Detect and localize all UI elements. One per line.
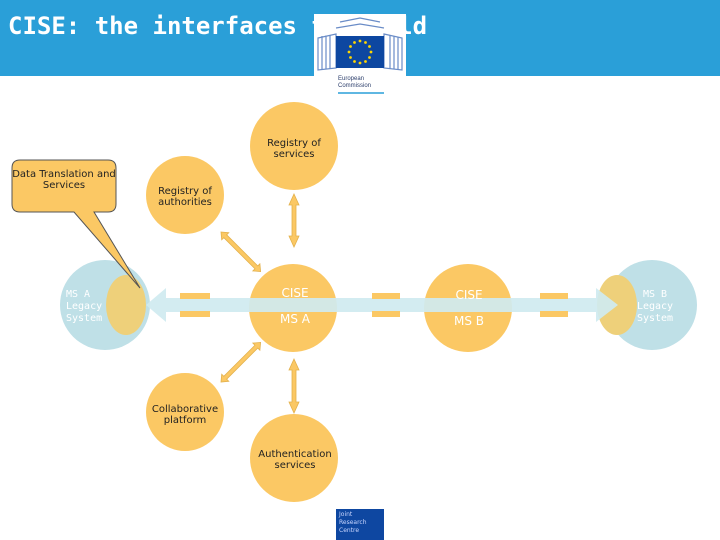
bus-connector [180, 311, 210, 317]
legacy-b-line2: Legacy [636, 301, 674, 312]
legacy-a-line2: Legacy [66, 301, 103, 312]
legacy-a-line1: MS A [66, 289, 91, 300]
cise-node-a-label: CISE MS A [262, 286, 328, 326]
jrc-logo-line1: Joint [339, 511, 353, 518]
collaborative-platform-label: Collaborative platform [151, 404, 219, 426]
legacy-system-b-label: MS B Legacy System [630, 289, 680, 325]
legacy-system-a-label: MS A Legacy System [66, 289, 116, 325]
legacy-b-line3: System [636, 313, 674, 324]
registry-of-services-label: Registry of services [267, 138, 321, 160]
legacy-b-line1: MS B [642, 289, 668, 300]
european-commission-logo: European Commission [314, 14, 406, 98]
bus-connector [540, 311, 568, 317]
bus-connector-blocks [180, 293, 568, 317]
authentication-services-node [250, 414, 338, 502]
cise-node-b-line1: CISE [455, 288, 483, 302]
jrc-logo: Joint Research Centre [336, 509, 384, 540]
jrc-logo-line2: Research [339, 519, 367, 526]
arrow-platform-to-cise-a [220, 341, 262, 383]
bus-connector [540, 293, 568, 299]
registry-of-services-node [250, 102, 338, 190]
arrow-services-to-cise-a [288, 193, 300, 248]
information-exchange-arrow [146, 288, 618, 322]
legacy-a-interface-overlap [106, 275, 146, 335]
bus-connector [180, 293, 210, 299]
legacy-a-line3: System [66, 313, 103, 324]
bus-connector [372, 311, 400, 317]
arrow-authorities-to-cise-a [220, 231, 262, 273]
arrow-cise-a-to-authentication [288, 358, 300, 414]
ec-logo-line2: Commission [338, 83, 371, 89]
jrc-logo-line3: Centre [339, 527, 360, 534]
ec-logo-line1: European [338, 76, 364, 82]
registry-of-authorities-label: Registry of authorities [158, 186, 212, 208]
collaborative-platform-node [146, 373, 224, 451]
callout-label: Data Translation and Services [12, 169, 116, 191]
cise-node-a-line2: MS A [280, 312, 310, 326]
authentication-services-label: Authentication services [258, 449, 332, 471]
bus-connector [372, 293, 400, 299]
data-translation-callout [11, 159, 141, 289]
cise-node-b-label: CISE MS B [436, 288, 502, 328]
registry-of-authorities-node [146, 156, 224, 234]
cise-node-b-line2: MS B [453, 314, 485, 328]
cise-node-a-line1: CISE [281, 286, 309, 300]
